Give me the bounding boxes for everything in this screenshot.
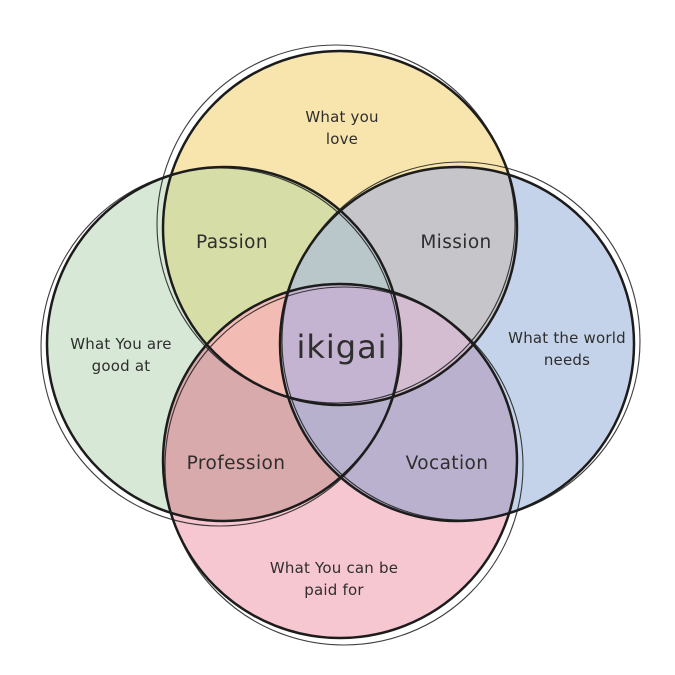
outline-thin-bottom-circle bbox=[164, 286, 524, 646]
sketch-outlines bbox=[40, 44, 641, 646]
label-vocation: Vocation bbox=[406, 453, 489, 474]
labels: What you love What You are good at What … bbox=[70, 108, 626, 599]
label-ikigai: ikigai bbox=[296, 328, 387, 366]
outline-main-left-circle bbox=[45, 165, 403, 523]
region-triple-left bbox=[163, 284, 401, 405]
region-triple-top bbox=[280, 167, 401, 405]
label-love-line2: love bbox=[326, 130, 358, 148]
region-triple-right bbox=[280, 284, 517, 405]
label-passion: Passion bbox=[196, 232, 268, 253]
label-love-line1: What you bbox=[305, 108, 378, 126]
region-triple-bottom bbox=[280, 284, 401, 521]
label-paid-for-line2: paid for bbox=[304, 581, 364, 599]
label-world-needs-line2: needs bbox=[544, 351, 590, 369]
outline-main-right-circle bbox=[278, 165, 636, 523]
outline-thin-top-circle bbox=[156, 44, 516, 404]
label-good-at-line2: good at bbox=[92, 357, 151, 375]
outline-main-top-circle bbox=[161, 49, 519, 407]
label-mission: Mission bbox=[420, 232, 491, 253]
triple-overlap-fills bbox=[163, 167, 517, 521]
label-profession: Profession bbox=[187, 453, 286, 474]
label-good-at-line1: What You are bbox=[70, 335, 171, 353]
label-paid-for-line1: What You can be bbox=[270, 559, 398, 577]
outline-main-bottom-circle bbox=[161, 282, 519, 640]
label-world-needs-line1: What the world bbox=[508, 329, 626, 347]
